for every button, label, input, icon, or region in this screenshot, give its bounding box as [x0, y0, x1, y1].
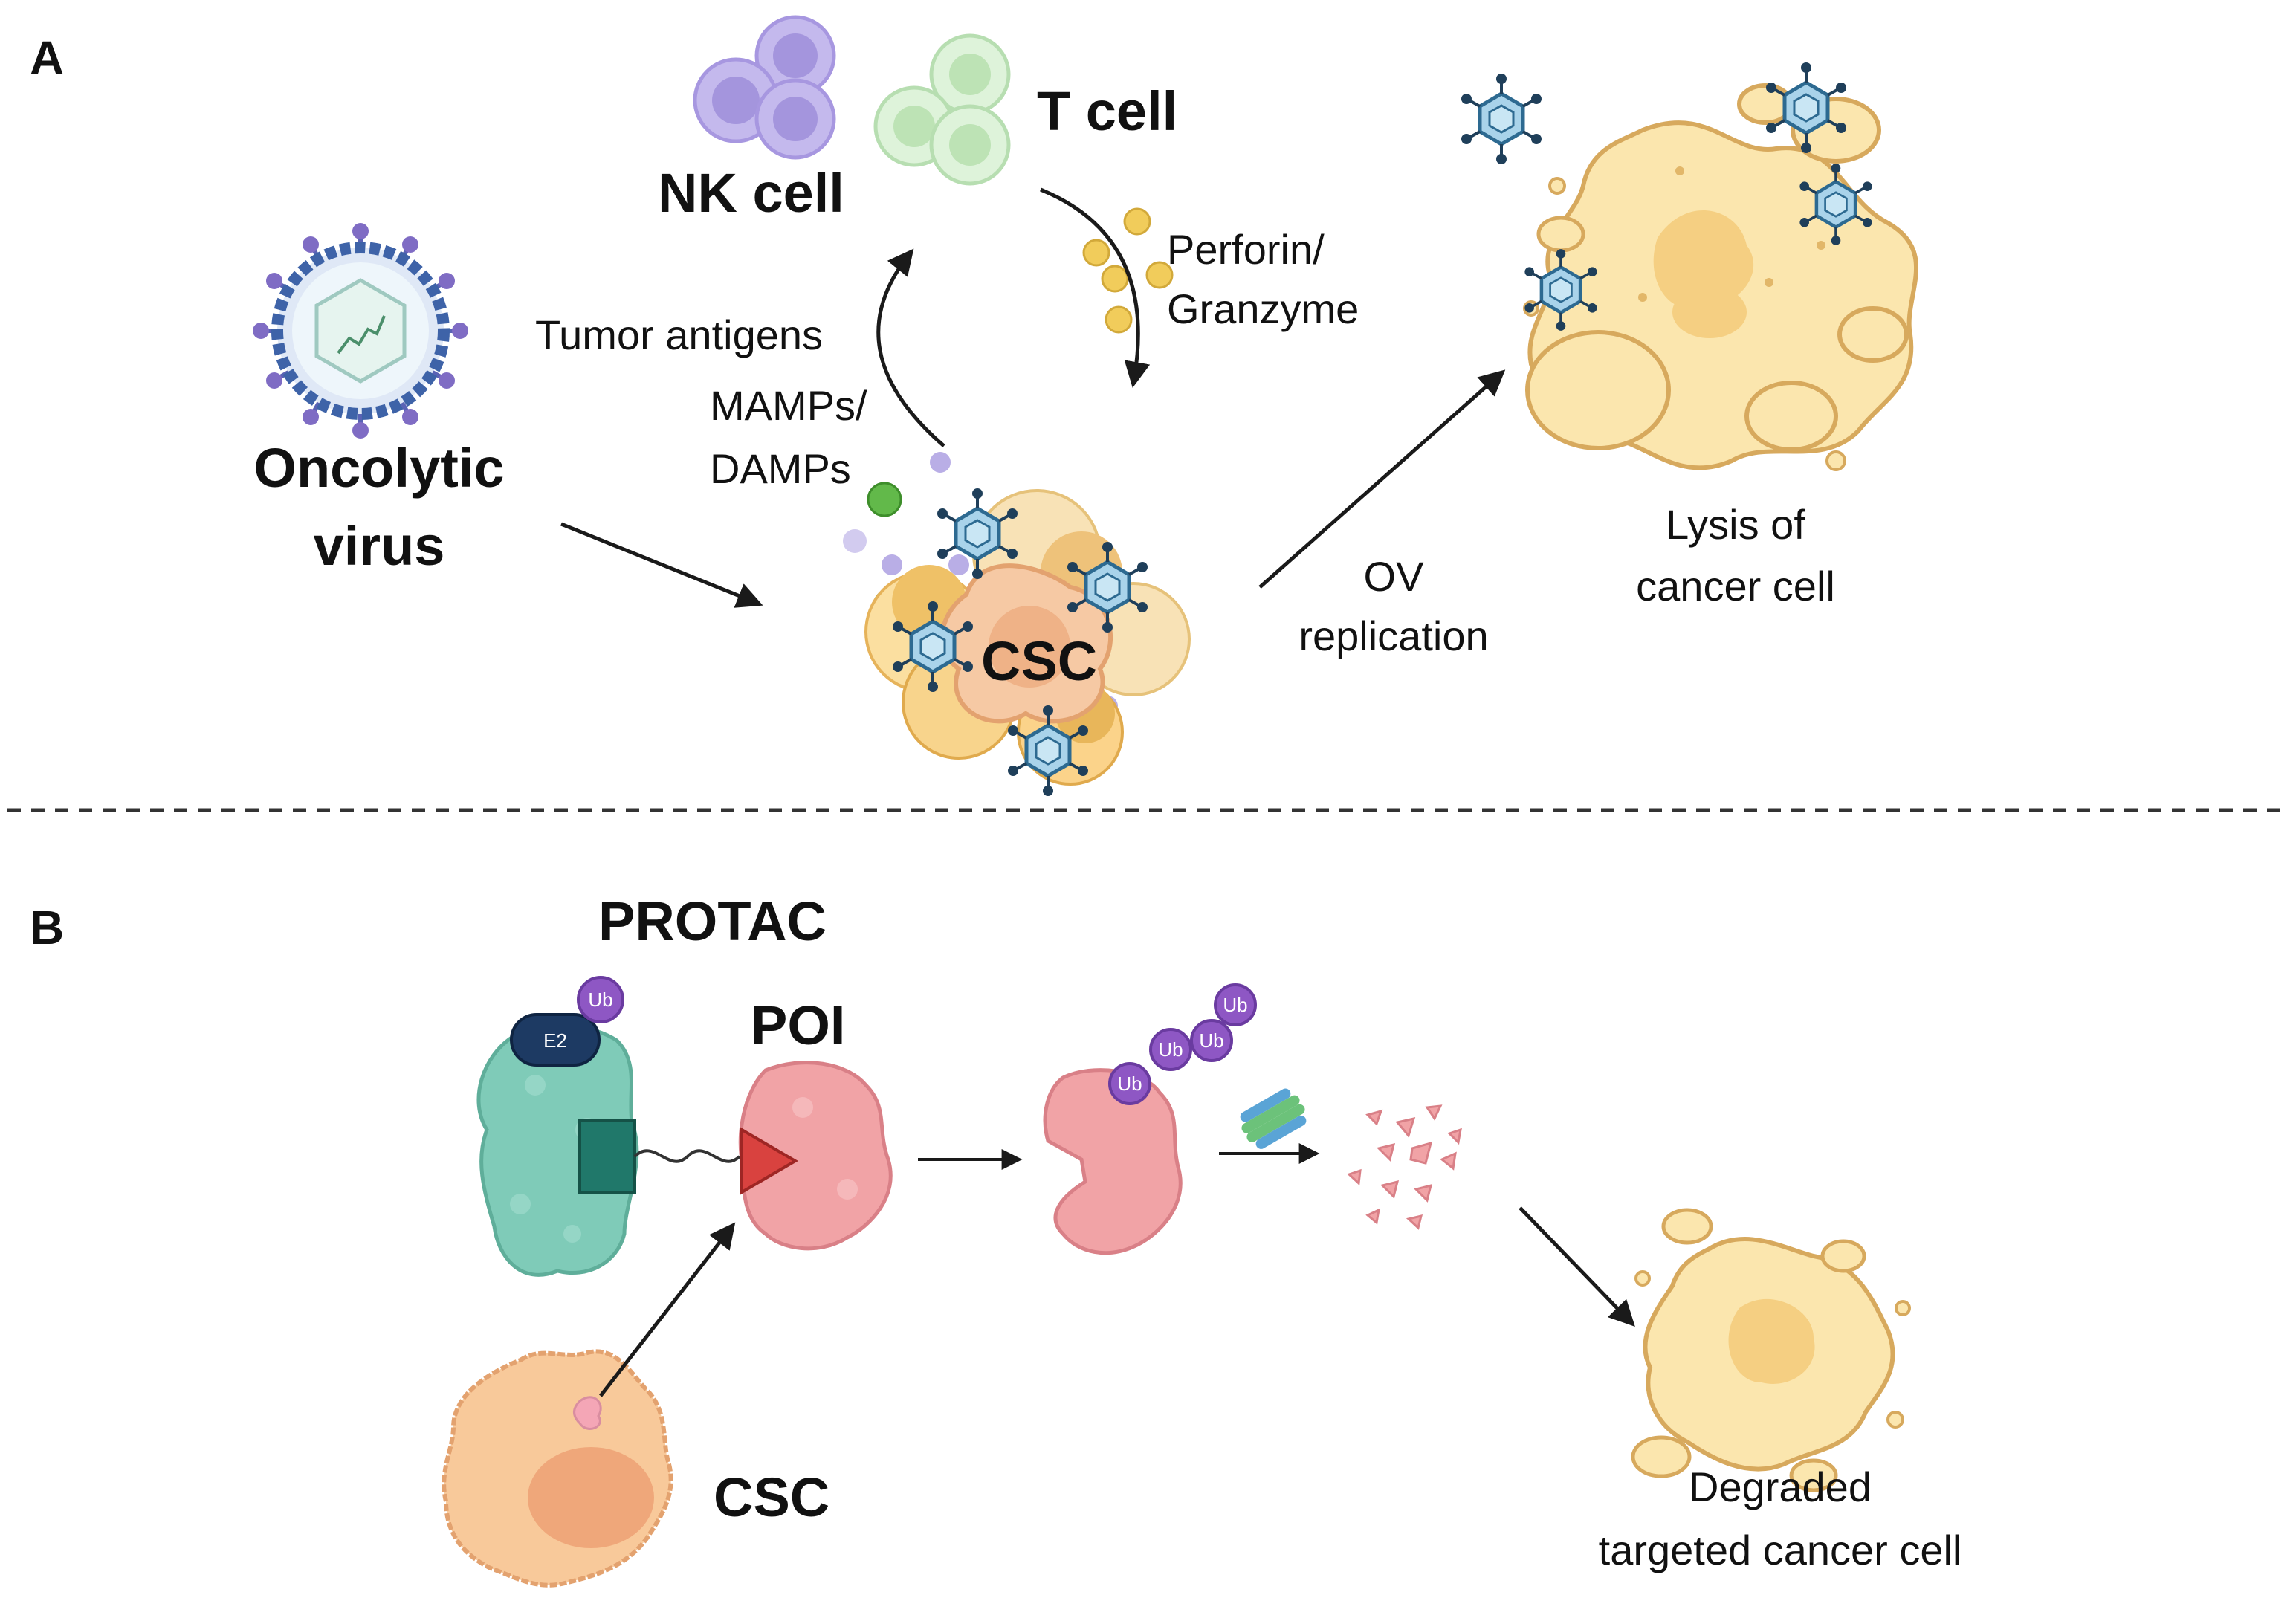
nk-cell-label: NK cell [658, 162, 844, 224]
lysis-label-line2: cancer cell [1636, 563, 1835, 609]
csc-label-panel-a: CSC [981, 630, 1097, 692]
arrow-virus-to-csc [560, 522, 763, 608]
csc-cluster-icon [864, 489, 1191, 786]
degraded-label-line1: Degraded [1689, 1463, 1872, 1510]
ub-label-2: Ub [1117, 1073, 1142, 1095]
ov-label: OV [1364, 553, 1425, 600]
ubiquitin-icon: Ub [577, 976, 624, 1023]
csc-label-panel-b: CSC [714, 1466, 829, 1528]
lysis-label-line1: Lysis of [1666, 501, 1805, 548]
ub-label-3: Ub [1158, 1038, 1183, 1061]
protac-label: PROTAC [598, 890, 827, 952]
warhead-triangle-icon [740, 1127, 798, 1195]
perforin-granules-icon [1082, 207, 1174, 334]
poi-label: POI [751, 994, 845, 1056]
nk-cell-icon [693, 15, 836, 160]
degraded-cancer-cell-icon [1631, 1208, 1911, 1492]
oncolytic-virus-icon [253, 223, 468, 439]
ub-label-4: Ub [1199, 1029, 1223, 1052]
degraded-label-line2: targeted cancer cell [1599, 1527, 1962, 1573]
e2-label: E2 [543, 1029, 567, 1052]
csc-cell-icon [442, 1349, 673, 1588]
mamps-label: MAMPs/ [710, 382, 867, 429]
perforin-label: Perforin/ [1167, 226, 1325, 273]
proteasome-icon [1240, 1088, 1307, 1149]
t-cell-label: T cell [1037, 80, 1177, 142]
arrow-t-cell-to-csc [1040, 187, 1151, 388]
damps-label: DAMPs [710, 445, 851, 492]
protac-molecule-icon [578, 1119, 741, 1194]
replication-label: replication [1298, 612, 1488, 659]
oncolytic-virus-label-line2: virus [314, 515, 445, 577]
arrow-csc-to-lysis [1258, 369, 1506, 589]
ubiquitinated-poi-icon [1043, 1068, 1183, 1255]
arrow-to-degraded-cell [1519, 1206, 1635, 1327]
arrow-csc-to-poi [599, 1222, 736, 1397]
polyubiquitin-chain-icon: Ub Ub Ub Ub [1108, 983, 1257, 1105]
t-cell-icon [873, 33, 1011, 186]
panel-a-letter: A [30, 31, 64, 85]
e2-enzyme-icon: E2 [510, 1013, 601, 1067]
arrow-csc-to-immune-cells [876, 248, 945, 447]
ub-label-1: Ub [588, 989, 612, 1011]
peptide-fragments-icon [1347, 1104, 1462, 1230]
granzyme-label: Granzyme [1167, 285, 1359, 332]
oncolytic-virus-label-line1: Oncolytic [253, 437, 504, 499]
panel-b-letter: B [30, 901, 64, 954]
tumor-antigens-label: Tumor antigens [535, 311, 823, 358]
ub-label-5: Ub [1223, 994, 1247, 1016]
